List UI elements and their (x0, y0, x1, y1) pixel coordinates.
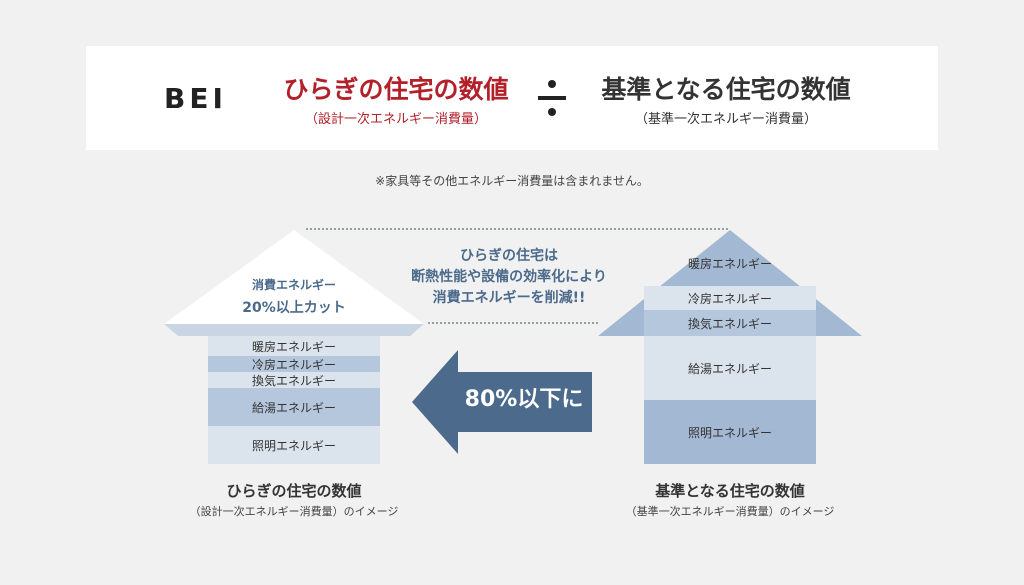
right-caption-sub: （基準一次エネルギー消費量）のイメージ (625, 505, 835, 518)
right-band-heating: 暖房エネルギー (687, 256, 772, 271)
middle-message-line2: 断熱性能や設備の効率化により (411, 269, 607, 285)
left-house-roof-band (164, 324, 424, 336)
right-band-ventilation: 換気エネルギー (644, 310, 816, 336)
left-roof-line2: 20%以上カット (242, 300, 346, 316)
left-band-ventilation: 換気エネルギー (208, 372, 380, 388)
left-caption-sub: （設計一次エネルギー消費量）のイメージ (189, 505, 399, 518)
left-arrow-icon (412, 350, 592, 454)
footnote: ※家具等その他エネルギー消費量は含まれません。 (375, 174, 649, 188)
top-dotted-line (306, 228, 728, 230)
middle-dotted-line (428, 322, 598, 324)
right-caption: 基準となる住宅の数値 (655, 482, 805, 500)
bei-label: BEI (164, 82, 227, 115)
left-band-heating: 暖房エネルギー (208, 336, 380, 356)
middle-message: ひらぎの住宅は 断熱性能や設備の効率化により 消費エネルギーを削減!! (394, 246, 624, 309)
arrow-label: 80%以下に (464, 387, 584, 412)
middle-message-line1: ひらぎの住宅は (460, 248, 558, 264)
right-band-lighting: 照明エネルギー (644, 400, 816, 464)
left-caption: ひらぎの住宅の数値 (226, 482, 362, 500)
left-house-roof (164, 230, 424, 324)
numerator-sub-label: （設計一次エネルギー消費量） (304, 112, 487, 127)
denominator-label: 基準となる住宅の数値 (601, 75, 851, 104)
middle-message-line3: 消費エネルギーを削減!! (432, 290, 586, 306)
right-band-cooling: 冷房エネルギー (644, 286, 816, 310)
denominator-sub-label: （基準一次エネルギー消費量） (634, 112, 817, 127)
divide-icon (538, 80, 566, 116)
left-roof-text: 消費エネルギー 20%以上カット (214, 276, 374, 317)
left-band-hot-water: 給湯エネルギー (208, 388, 380, 426)
left-band-lighting: 照明エネルギー (208, 426, 380, 464)
left-roof-line1: 消費エネルギー (251, 278, 336, 292)
right-band-hot-water: 給湯エネルギー (644, 336, 816, 400)
bei-formula-box: BEI ひらぎの住宅の数値 （設計一次エネルギー消費量） 基準となる住宅の数値 … (86, 46, 938, 150)
numerator-label: ひらぎの住宅の数値 (283, 75, 509, 104)
left-band-cooling: 冷房エネルギー (208, 356, 380, 372)
